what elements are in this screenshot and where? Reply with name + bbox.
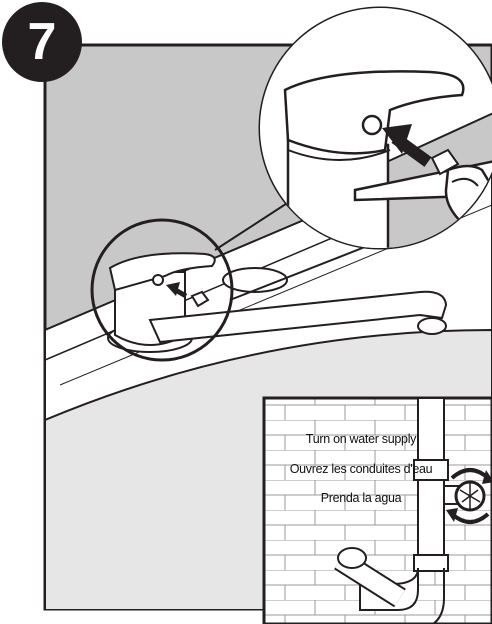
step-number-badge: 7 xyxy=(2,2,82,82)
caption-english: Turn on water supply xyxy=(268,432,454,446)
caption-french: Ouvrez les conduites d'eau xyxy=(268,462,454,476)
supply-pipe xyxy=(418,398,444,568)
caption-spanish: Prenda la agua xyxy=(268,491,454,505)
screw-hole xyxy=(153,275,163,285)
